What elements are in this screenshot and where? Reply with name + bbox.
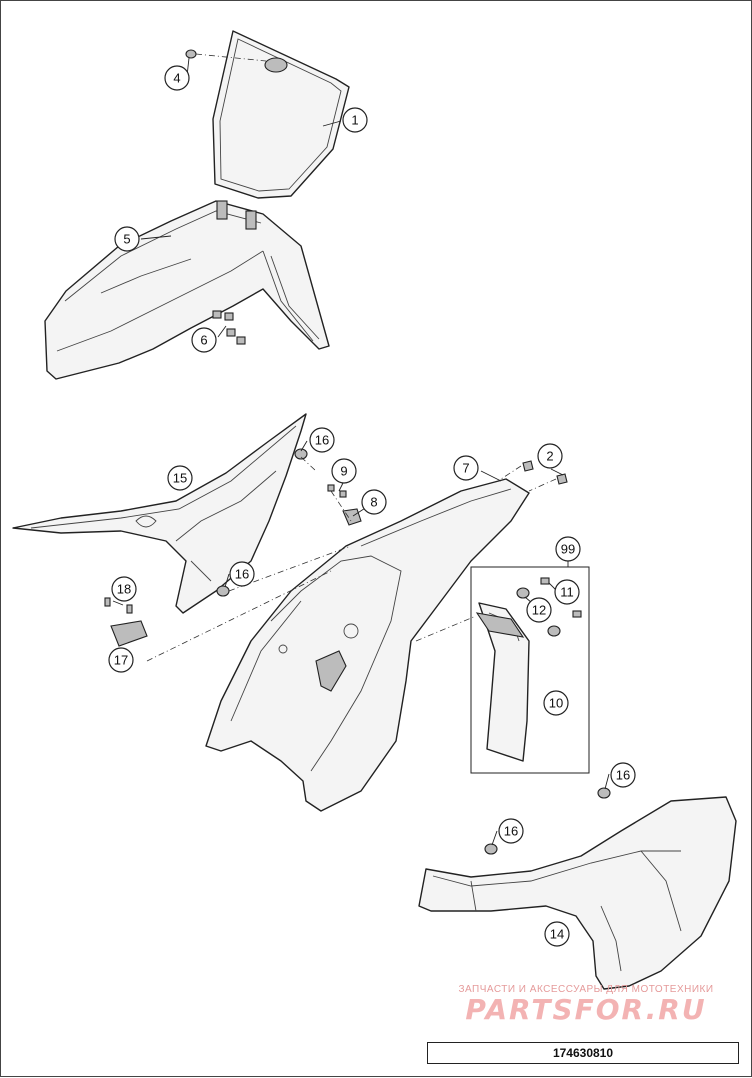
callout-2: 2 bbox=[537, 443, 563, 469]
callout-8: 8 bbox=[361, 489, 387, 515]
callout-15: 15 bbox=[167, 465, 193, 491]
part-front-fender bbox=[44, 200, 330, 380]
part-reflector-17 bbox=[110, 620, 148, 647]
part-screws-11 bbox=[540, 577, 582, 618]
callout-7-label: 7 bbox=[462, 461, 469, 476]
callout-6-label: 6 bbox=[200, 333, 207, 348]
callout-17-label: 17 bbox=[114, 653, 128, 668]
callout-10: 10 bbox=[543, 690, 569, 716]
drawing-number-box: 174630810 bbox=[427, 1042, 739, 1064]
callout-7: 7 bbox=[453, 455, 479, 481]
callout-15-label: 15 bbox=[173, 471, 187, 486]
callout-12: 12 bbox=[526, 597, 552, 623]
callout-8-label: 8 bbox=[370, 495, 377, 510]
part-side-cover-left bbox=[12, 413, 307, 614]
callout-16-b-label: 16 bbox=[235, 567, 249, 582]
part-screws-2 bbox=[522, 460, 568, 485]
callout-9-label: 9 bbox=[340, 464, 347, 479]
callout-16-b: 16 bbox=[229, 561, 255, 587]
callout-4: 4 bbox=[164, 65, 190, 91]
part-washers-12 bbox=[516, 587, 561, 637]
callout-11-label: 11 bbox=[560, 585, 574, 600]
part-screws-18 bbox=[104, 597, 133, 614]
callout-5-label: 5 bbox=[123, 232, 130, 247]
callout-11: 11 bbox=[554, 579, 580, 605]
part-grommets-16 bbox=[216, 448, 611, 855]
callout-2-label: 2 bbox=[546, 449, 553, 464]
part-side-cover-right bbox=[418, 796, 737, 990]
callout-16-a: 16 bbox=[309, 427, 335, 453]
kit-bracket-99 bbox=[470, 566, 590, 774]
callout-16-c: 16 bbox=[610, 762, 636, 788]
callout-1: 1 bbox=[342, 107, 368, 133]
callout-99-label: 99 bbox=[561, 542, 575, 557]
callout-12-label: 12 bbox=[532, 603, 546, 618]
callout-5: 5 bbox=[114, 226, 140, 252]
part-mud-flap bbox=[475, 602, 530, 762]
callout-99: 99 bbox=[555, 536, 581, 562]
part-clip-8 bbox=[342, 508, 362, 526]
callout-18: 18 bbox=[111, 576, 137, 602]
callout-16-a-label: 16 bbox=[315, 433, 329, 448]
callout-4-label: 4 bbox=[173, 71, 180, 86]
callout-16-d: 16 bbox=[498, 818, 524, 844]
callout-6: 6 bbox=[191, 327, 217, 353]
part-number-plate bbox=[212, 30, 350, 199]
callout-1-label: 1 bbox=[351, 113, 358, 128]
part-screws-6 bbox=[212, 310, 246, 345]
callout-14: 14 bbox=[544, 921, 570, 947]
callout-9: 9 bbox=[331, 458, 357, 484]
callout-16-c-label: 16 bbox=[616, 768, 630, 783]
callout-16-d-label: 16 bbox=[504, 824, 518, 839]
part-rear-fender bbox=[205, 478, 530, 812]
callout-10-label: 10 bbox=[549, 696, 563, 711]
callout-18-label: 18 bbox=[117, 582, 131, 597]
assembly-lines bbox=[146, 53, 557, 662]
callout-14-label: 14 bbox=[550, 927, 564, 942]
part-screws-9 bbox=[327, 484, 347, 498]
part-nut-4 bbox=[185, 49, 197, 59]
callout-17: 17 bbox=[108, 647, 134, 673]
